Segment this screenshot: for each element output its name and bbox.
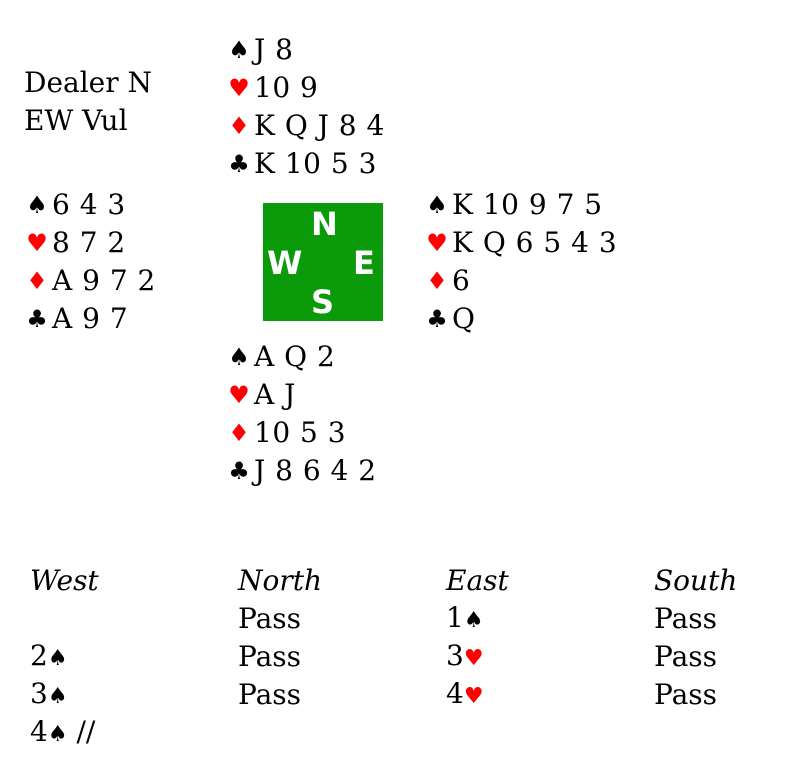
bid-south: Pass [654, 600, 808, 638]
east-hearts: ♥K Q 6 5 4 3 [422, 224, 617, 262]
heart-icon: ♥ [426, 229, 448, 257]
north-diamonds: ♦K Q J 8 4 [224, 107, 385, 145]
compass-east: E [353, 244, 375, 282]
diamond-icon: ♦ [228, 419, 250, 447]
north-hand: ♠J 8 ♥10 9 ♦K Q J 8 4 ♣K 10 5 3 [224, 31, 385, 183]
compass-west: W [267, 244, 303, 282]
west-diamonds: ♦A 9 7 2 [22, 262, 156, 300]
vulnerability-label: EW Vul [24, 104, 128, 137]
bid-west: 4♠ // [30, 713, 238, 754]
heart-icon: ♥ [26, 229, 48, 257]
bid-south: Pass [654, 676, 808, 714]
header-east: East [446, 564, 509, 597]
north-clubs: ♣K 10 5 3 [224, 145, 385, 183]
south-diamonds: ♦10 5 3 [224, 414, 377, 452]
south-hearts: ♥A J [224, 376, 377, 414]
spade-icon: ♠ [426, 191, 448, 219]
south-hand: ♠A Q 2 ♥A J ♦10 5 3 ♣J 8 6 4 2 [224, 338, 377, 490]
bid-text: 2 [30, 638, 48, 672]
spade-icon: ♠ [228, 343, 250, 371]
south-clubs: ♣J 8 6 4 2 [224, 452, 377, 490]
east-clubs: ♣Q [422, 300, 617, 338]
bid-text: 4 [30, 714, 48, 748]
diamond-icon: ♦ [228, 112, 250, 140]
club-icon: ♣ [426, 305, 448, 333]
north-hearts: ♥10 9 [224, 69, 385, 107]
heart-icon: ♥ [463, 645, 484, 671]
bid-south: Pass [654, 638, 808, 676]
west-spades: ♠6 4 3 [22, 186, 156, 224]
diamond-icon: ♦ [26, 267, 48, 295]
bid-text: Pass [238, 678, 302, 711]
compass-table: N W E S [263, 203, 383, 321]
bidding-row: 4♠ // [30, 714, 808, 752]
bid-text: 3 [446, 638, 464, 672]
bid-text: 1 [446, 600, 464, 634]
east-spades: ♠K 10 9 7 5 [422, 186, 617, 224]
heart-icon: ♥ [463, 683, 484, 709]
bid-east: 1♠ [446, 599, 654, 640]
bid-text: Pass [238, 640, 302, 673]
bid-text: 4 [446, 676, 464, 710]
bid-east: 3♥ [446, 637, 654, 678]
bid-suffix: // [67, 714, 96, 748]
bid-west: 2♠ [30, 637, 238, 678]
bidding-header: West North East South [30, 562, 808, 600]
club-icon: ♣ [228, 150, 250, 178]
header-north: North [238, 564, 323, 597]
bid-text: Pass [654, 640, 718, 673]
spade-icon: ♠ [47, 721, 68, 747]
bid-text: 3 [30, 676, 48, 710]
bid-text: Pass [654, 678, 718, 711]
south-spades: ♠A Q 2 [224, 338, 377, 376]
spade-icon: ♠ [47, 683, 68, 709]
diamond-icon: ♦ [426, 267, 448, 295]
west-hand: ♠6 4 3 ♥8 7 2 ♦A 9 7 2 ♣A 9 7 [22, 186, 156, 338]
header-west: West [30, 564, 99, 597]
bid-west: 3♠ [30, 675, 238, 716]
west-clubs: ♣A 9 7 [22, 300, 156, 338]
spade-icon: ♠ [47, 645, 68, 671]
deal-info: Dealer N EW Vul [24, 64, 152, 140]
west-hearts: ♥8 7 2 [22, 224, 156, 262]
compass-north: N [311, 205, 338, 243]
spade-icon: ♠ [26, 191, 48, 219]
bid-north: Pass [238, 638, 446, 676]
bid-text: Pass [238, 602, 302, 635]
dealer-label: Dealer N [24, 66, 153, 99]
bid-text: Pass [654, 602, 718, 635]
bid-north: Pass [238, 676, 446, 714]
heart-icon: ♥ [228, 381, 250, 409]
east-diamonds: ♦6 [422, 262, 617, 300]
header-south: South [654, 564, 738, 597]
club-icon: ♣ [228, 457, 250, 485]
heart-icon: ♥ [228, 74, 250, 102]
spade-icon: ♠ [463, 607, 484, 633]
compass-south: S [311, 283, 335, 321]
north-spades: ♠J 8 [224, 31, 385, 69]
bid-north: Pass [238, 600, 446, 638]
spade-icon: ♠ [228, 36, 250, 64]
east-hand: ♠K 10 9 7 5 ♥K Q 6 5 4 3 ♦6 ♣Q [422, 186, 617, 338]
bid-east: 4♥ [446, 675, 654, 716]
club-icon: ♣ [26, 305, 48, 333]
